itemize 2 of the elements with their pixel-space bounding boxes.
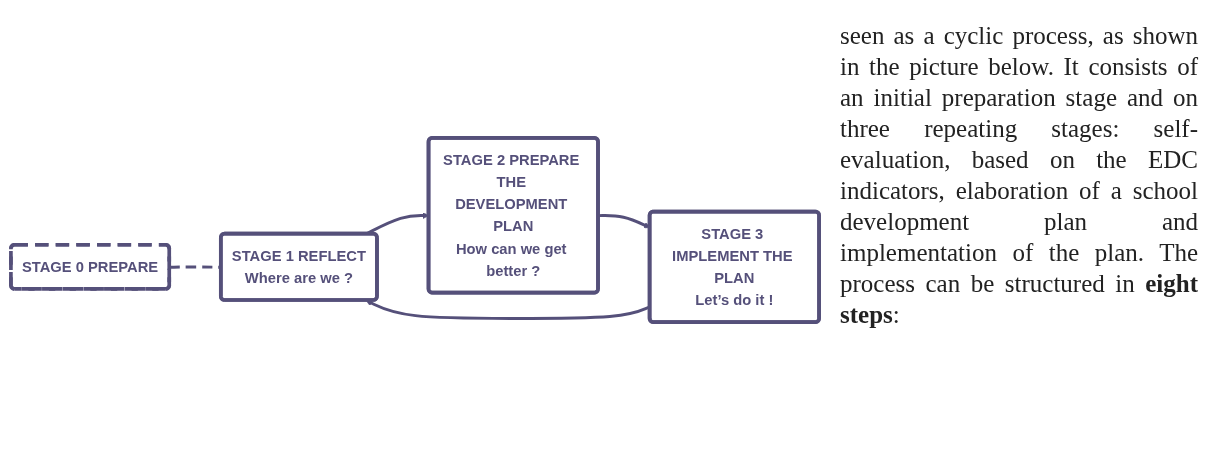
connector (169, 266, 222, 270)
body-paragraph: seen as a cyclic process, as shown in the picture below. It consists of an initial preparation stage and on three repeating stages: self-evaluation, based on the EDC indicators, elaboration of a school development plan and implementation of the plan. The process can be structured in eight steps: (840, 21, 1198, 330)
